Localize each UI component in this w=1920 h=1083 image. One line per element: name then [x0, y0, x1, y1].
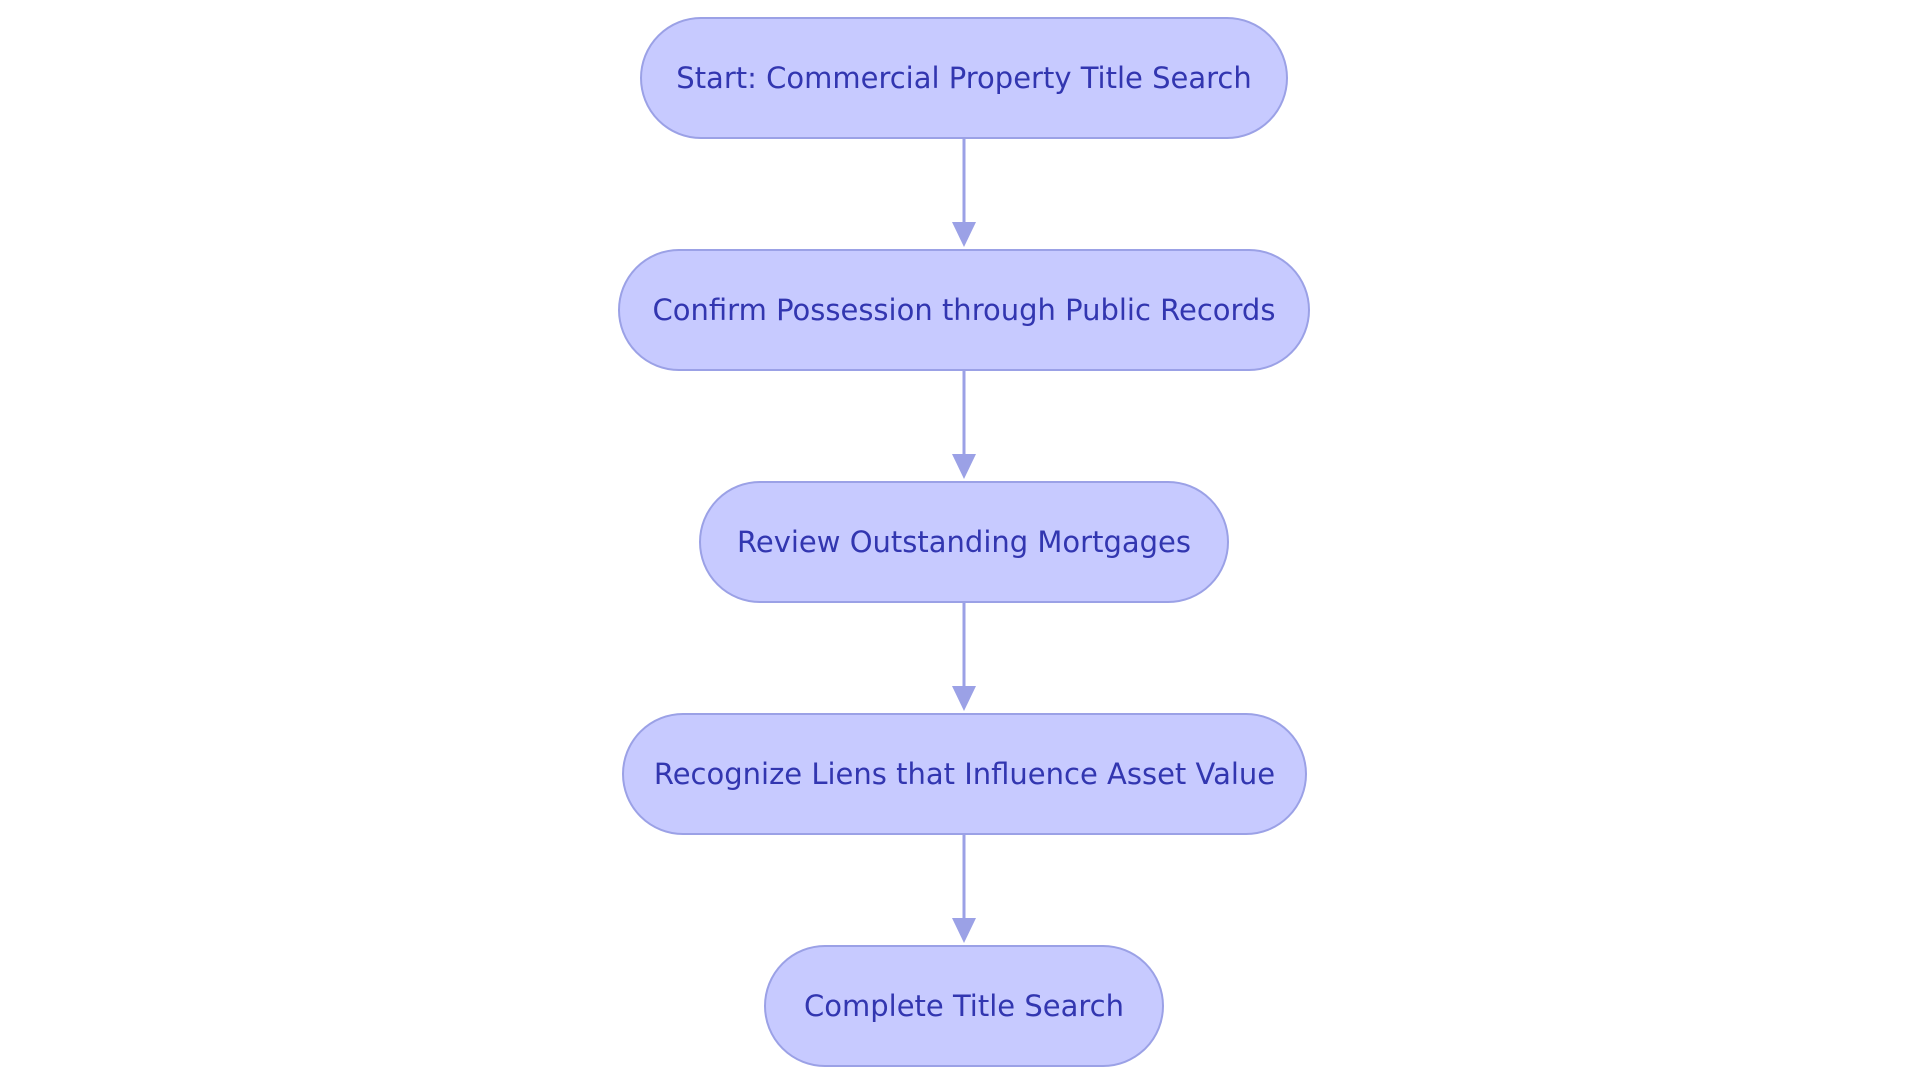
edge-4-arrowhead-icon [952, 918, 976, 943]
review-mortgages-node: Review Outstanding Mortgages [699, 481, 1229, 603]
edge-3-arrowhead-icon [952, 686, 976, 711]
edge-2 [952, 371, 976, 479]
confirm-possession-node-label: Confirm Possession through Public Record… [652, 293, 1276, 327]
start-node-label: Start: Commercial Property Title Search [676, 61, 1252, 95]
recognize-liens-node: Recognize Liens that Influence Asset Val… [622, 713, 1307, 835]
edge-1-arrowhead-icon [952, 222, 976, 247]
edge-1 [952, 139, 976, 247]
edge-4 [952, 835, 976, 943]
edge-3 [952, 603, 976, 711]
complete-search-node: Complete Title Search [764, 945, 1164, 1067]
edge-2-arrowhead-icon [952, 454, 976, 479]
recognize-liens-node-label: Recognize Liens that Influence Asset Val… [653, 757, 1276, 791]
complete-search-node-label: Complete Title Search [804, 989, 1124, 1023]
review-mortgages-node-label: Review Outstanding Mortgages [737, 525, 1191, 559]
start-node: Start: Commercial Property Title Search [640, 17, 1288, 139]
confirm-possession-node: Confirm Possession through Public Record… [618, 249, 1310, 371]
